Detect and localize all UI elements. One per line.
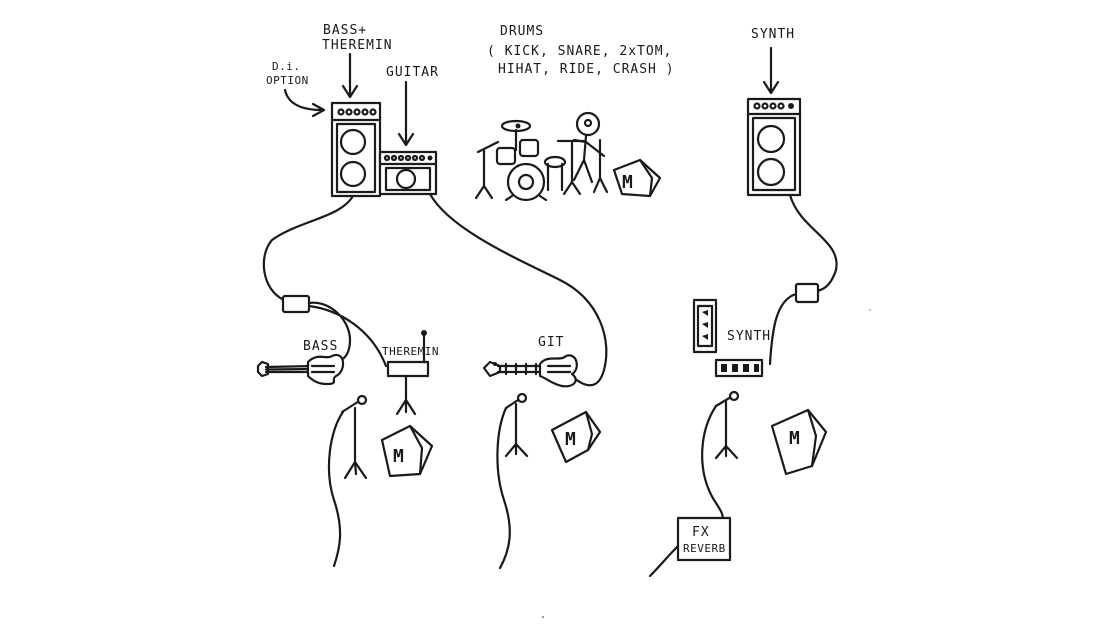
bass-di-box-icon bbox=[281, 294, 311, 314]
label-bass-theremin-1: BASS+ bbox=[323, 23, 367, 38]
label-bass-theremin-2: THEREMIN bbox=[322, 38, 393, 53]
arrow-di-option bbox=[283, 88, 326, 118]
synth-amplifier-icon bbox=[746, 97, 802, 197]
microphone-stand-3-icon bbox=[701, 390, 740, 522]
bass-guitar-icon bbox=[256, 353, 345, 386]
arrow-bass-amp bbox=[341, 52, 359, 99]
label-synth: SYNTH bbox=[727, 329, 771, 344]
microphone-stand-1-icon bbox=[327, 394, 368, 568]
speck bbox=[542, 616, 544, 618]
microphone-stand-2-icon bbox=[496, 392, 529, 570]
label-fx: FX bbox=[692, 525, 710, 540]
synth-keyboard-vertical-icon bbox=[692, 298, 718, 354]
monitor-wedge-3-icon: M bbox=[770, 408, 828, 476]
arrow-synth-amp bbox=[762, 46, 780, 95]
guitar-amplifier-icon bbox=[378, 150, 438, 196]
monitor-1-label: M bbox=[393, 446, 404, 467]
label-reverb: REVERB bbox=[683, 542, 726, 555]
bass-amplifier-icon bbox=[330, 101, 382, 198]
cable-bass-amp-di bbox=[262, 194, 355, 302]
arrow-guitar-amp bbox=[397, 80, 415, 147]
cable-di-synth bbox=[768, 292, 798, 366]
cable-di-theremin bbox=[307, 304, 388, 368]
label-di-1: D.i. bbox=[272, 60, 301, 73]
monitor-wedge-1-icon: M bbox=[380, 424, 434, 478]
fx-reverb-pedal-icon: FX REVERB bbox=[676, 516, 732, 562]
label-git: GIT bbox=[538, 335, 564, 350]
cable-synth-amp bbox=[788, 193, 838, 294]
cable-guitar bbox=[428, 192, 608, 387]
speck bbox=[869, 309, 871, 311]
label-theremin: THEREMIN bbox=[382, 345, 439, 358]
theremin-icon bbox=[386, 330, 430, 416]
label-drums-kit-2: HIHAT, RIDE, CRASH ) bbox=[498, 62, 675, 77]
drum-monitor-wedge-icon: M bbox=[612, 158, 662, 198]
label-bass: BASS bbox=[303, 339, 338, 354]
electric-guitar-icon bbox=[482, 354, 578, 388]
cable-fx-out bbox=[648, 544, 680, 578]
drum-monitor-label: M bbox=[622, 172, 633, 193]
label-drums: DRUMS bbox=[500, 24, 544, 39]
monitor-3-label: M bbox=[789, 428, 800, 449]
monitor-wedge-2-icon: M bbox=[550, 410, 602, 464]
label-di-2: OPTION bbox=[266, 74, 309, 87]
monitor-2-label: M bbox=[565, 429, 576, 450]
label-guitar: GUITAR bbox=[386, 65, 439, 80]
label-synth-amp: SYNTH bbox=[751, 27, 795, 42]
synth-keyboard-horizontal-icon bbox=[714, 358, 764, 378]
drum-kit-icon bbox=[474, 111, 609, 202]
label-drums-kit-1: ( KICK, SNARE, 2xTOM, bbox=[487, 44, 672, 59]
synth-di-box-icon bbox=[794, 282, 820, 304]
